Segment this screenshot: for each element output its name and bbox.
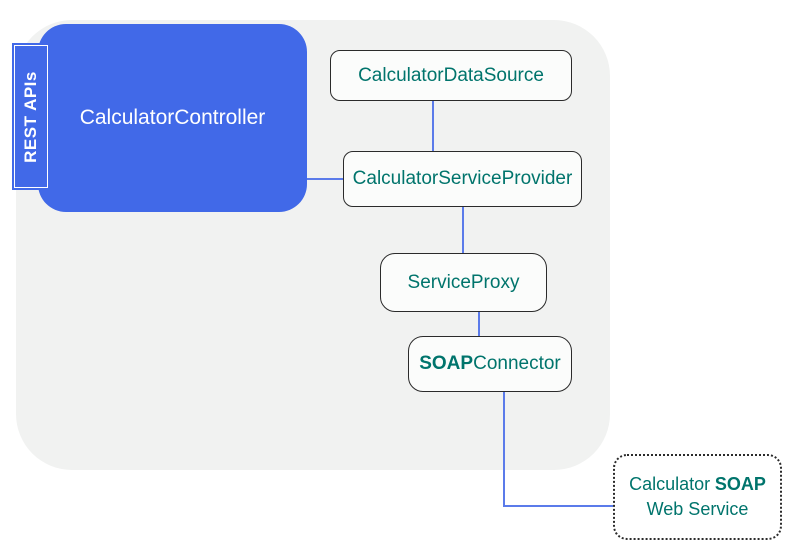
node-service-proxy[interactable]: ServiceProxy [380,253,547,312]
edge-soapconnector-webservice-vertical [503,391,505,507]
calculator-data-source-label: CalculatorDataSource [358,64,544,86]
edge-serviceprovider-serviceproxy [462,206,464,254]
web-service-label-line1-regular-part: Calculator [629,474,711,494]
node-calculator-controller[interactable]: CalculatorController [38,24,307,212]
calculator-controller-label: CalculatorController [79,106,266,129]
node-calculator-data-source[interactable]: CalculatorDataSource [330,50,572,101]
node-rest-apis-tab[interactable]: REST APIs [12,43,50,190]
soap-connector-label-regular-part: Connector [473,353,561,374]
soap-connector-label-bold-part: SOAP [419,353,474,374]
soap-connector-label: SOAPConnector [419,353,561,375]
web-service-label-line1-bold-part: SOAP [714,474,766,494]
edge-serviceproxy-soapconnector [478,311,480,337]
edge-soapconnector-webservice-horizontal [503,505,614,507]
rest-apis-tab-frame: REST APIs [14,45,48,188]
service-proxy-label: ServiceProxy [407,271,520,293]
calculator-service-provider-label: CalculatorServiceProvider [352,168,573,189]
edge-datasource-serviceprovider [432,101,434,152]
edge-controller-serviceprovider [307,178,343,180]
node-soap-connector[interactable]: SOAPConnector [408,336,572,392]
web-service-label-line2: Web Service [646,499,749,519]
node-calculator-service-provider[interactable]: CalculatorServiceProvider [343,151,582,207]
rest-apis-label: REST APIs [21,70,41,163]
